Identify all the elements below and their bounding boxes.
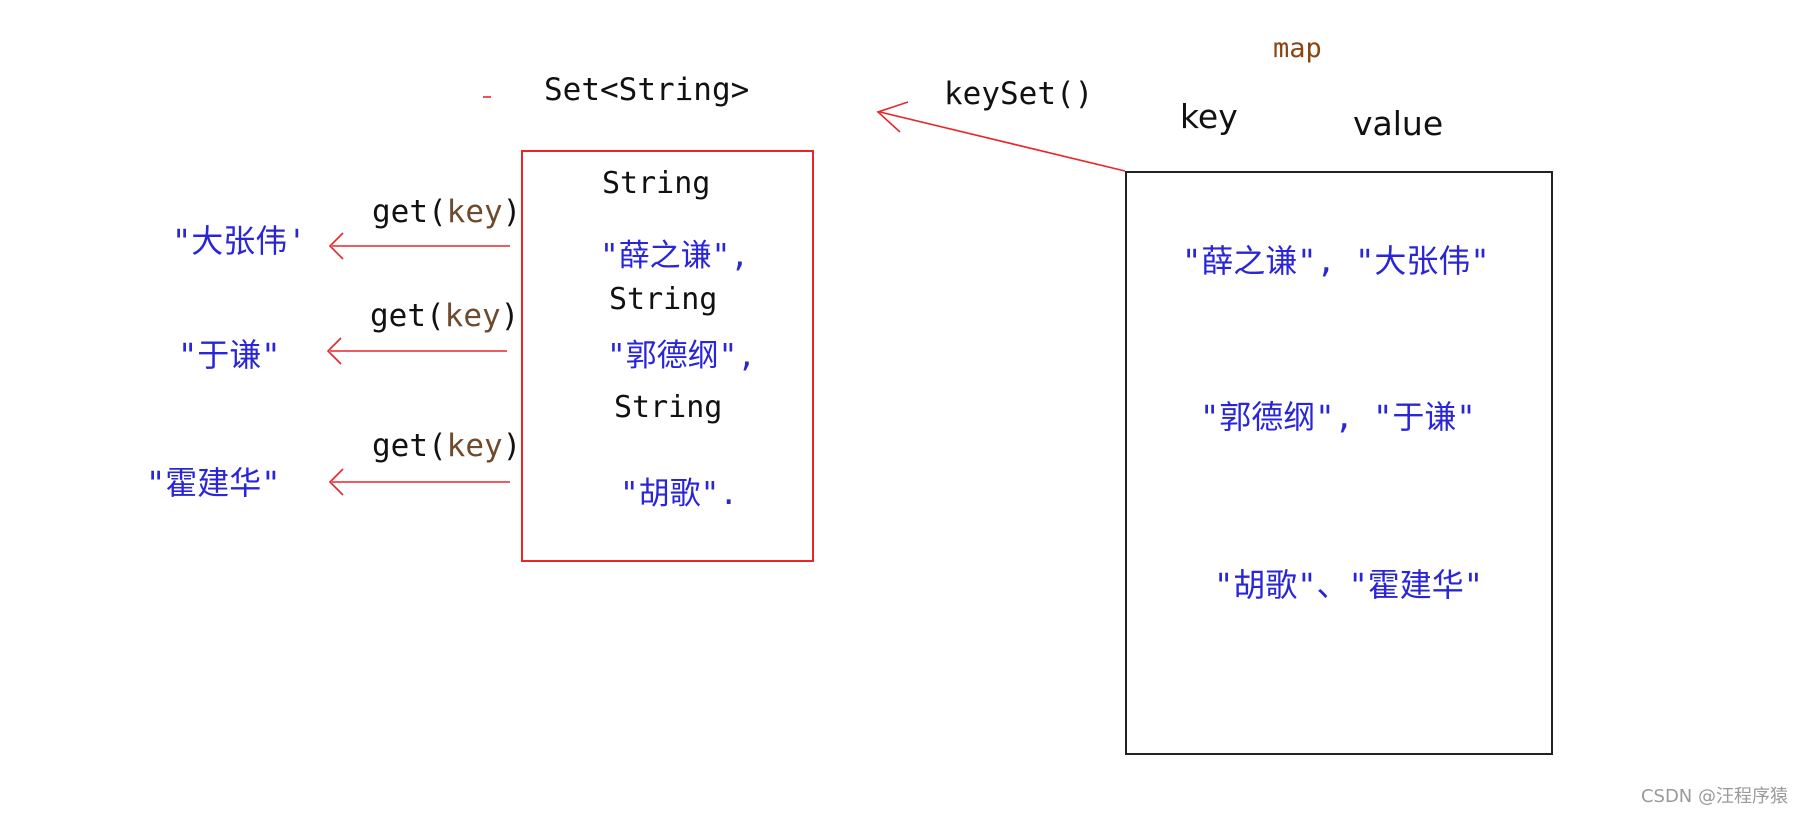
set-type-label: Set<String> [544, 72, 750, 108]
set-entry-key: "薛之谦", [600, 238, 749, 274]
set-entry-type: String [602, 166, 711, 201]
set-entry-key: "郭德纲", [607, 338, 756, 374]
keyset-method-label: keySet() [944, 76, 1094, 112]
map-entry: "薛之谦", "大张伟" [1182, 242, 1490, 280]
get-result-value: "霍建华" [146, 464, 281, 502]
map-key-header: key [1180, 97, 1238, 136]
set-box [521, 150, 814, 562]
watermark: CSDN @汪程序猿 [1640, 786, 1788, 807]
get-call-label: get(key) [370, 298, 520, 334]
get-call-label: get(key) [372, 428, 522, 464]
map-value-header: value [1353, 104, 1444, 143]
get-call-label: get(key) [372, 194, 522, 230]
set-entry-type: String [609, 282, 718, 317]
set-entry-key: "胡歌". [620, 476, 738, 512]
get-arrow-3 [328, 468, 510, 496]
map-label: map [1273, 33, 1322, 64]
get-arrow-2 [326, 337, 507, 365]
map-box [1125, 171, 1553, 755]
set-entry-type: String [614, 390, 723, 425]
get-result-value: "于谦" [178, 336, 281, 374]
get-arrow-1 [328, 232, 510, 260]
keyset-arrow [876, 101, 1126, 172]
get-result-value: "大张伟' [172, 222, 307, 260]
map-entry: "胡歌"、"霍建华" [1214, 566, 1484, 604]
map-entry: "郭德纲", "于谦" [1200, 398, 1476, 436]
